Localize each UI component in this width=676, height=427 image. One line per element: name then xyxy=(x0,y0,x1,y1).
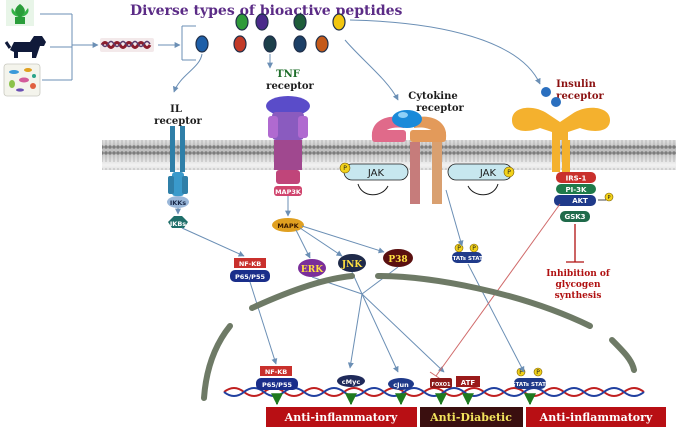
il-receptor xyxy=(168,126,188,196)
akt-node: AKT P xyxy=(554,192,614,206)
svg-text:P38: P38 xyxy=(388,255,407,265)
svg-text:ATF: ATF xyxy=(461,379,476,387)
foxo-node: FOXO1 xyxy=(430,378,452,388)
svg-text:FOXO1: FOXO1 xyxy=(432,382,451,388)
gsk3-node: GSK3 xyxy=(560,211,590,222)
outcome-anti-inflammatory-left: Anti-inflammatory xyxy=(266,407,417,427)
svg-text:Anti-inflammatory: Anti-inflammatory xyxy=(284,411,398,424)
dog-icon xyxy=(4,36,46,58)
svg-text:P: P xyxy=(343,165,347,172)
svg-text:STATs STATs: STATs STATs xyxy=(512,382,549,388)
cytokine-receptor xyxy=(371,110,447,204)
peptide-ovals-top xyxy=(235,13,346,31)
pi3k-node: PI-3K xyxy=(556,184,596,194)
ikks-node: IKKs xyxy=(167,196,189,208)
cytokine-receptor-label-line1: Cytokine xyxy=(408,91,457,102)
svg-text:Anti-Diabetic: Anti-Diabetic xyxy=(429,411,512,424)
svg-text:cJun: cJun xyxy=(393,381,409,389)
svg-text:ERK: ERK xyxy=(301,265,324,275)
inhibition-label-line2: glycogen xyxy=(556,280,601,290)
mapk-node: MAPK xyxy=(272,218,304,232)
jnk-node: JNK xyxy=(338,254,366,272)
tnf-receptor xyxy=(266,96,310,184)
signal-arrows xyxy=(175,189,525,373)
plant-icon xyxy=(6,0,34,26)
peptide-bracket xyxy=(158,25,196,61)
peptide-ovals-bottom xyxy=(195,35,329,53)
nfkb-nucleus-complex: NF-KB P65/P55 xyxy=(256,366,298,390)
outcome-anti-inflammatory-right: Anti-inflammatory xyxy=(526,407,666,427)
il-receptor-label-line2: receptor xyxy=(154,116,202,127)
svg-text:P: P xyxy=(507,169,511,176)
tnf-receptor-label-line2: receptor xyxy=(266,81,314,92)
svg-text:MAPK: MAPK xyxy=(277,222,299,230)
p38-node: P38 xyxy=(383,249,413,267)
svg-text:cMyc: cMyc xyxy=(342,378,361,386)
map3k-node: MAP3K xyxy=(274,186,302,196)
il-receptor-label-line1: IL xyxy=(170,104,182,115)
nfkb-cytoplasm-complex: NF-KB P65/P55 xyxy=(230,258,270,282)
stat-node: STATs STATs xyxy=(449,252,486,263)
erk-node: ERK xyxy=(298,259,326,277)
ikbs-node: IKBs xyxy=(168,216,188,228)
svg-text:IKBs: IKBs xyxy=(170,220,186,228)
svg-text:JAK: JAK xyxy=(479,168,497,179)
irs1-node: IRS-1 xyxy=(556,172,596,183)
svg-text:Anti-inflammatory: Anti-inflammatory xyxy=(539,411,653,424)
jak-right-node: JAK xyxy=(447,163,513,181)
svg-text:P: P xyxy=(607,195,610,201)
peptide-to-receptor-arrows xyxy=(172,19,541,101)
outcome-arrows xyxy=(271,393,536,406)
svg-text:P: P xyxy=(536,369,540,376)
atf-node: ATF xyxy=(456,376,480,387)
svg-text:NF-KB: NF-KB xyxy=(265,368,287,376)
jak-phospho-arrows xyxy=(357,183,499,196)
svg-text:JAK: JAK xyxy=(367,168,385,179)
svg-text:P: P xyxy=(457,245,461,252)
svg-text:P65/P55: P65/P55 xyxy=(262,381,292,389)
svg-text:P65/P55: P65/P55 xyxy=(235,273,265,281)
svg-text:NF-KB: NF-KB xyxy=(239,260,261,268)
jak-left-node: JAK xyxy=(343,163,409,181)
svg-text:P: P xyxy=(472,245,476,252)
svg-text:GSK3: GSK3 xyxy=(564,213,585,221)
source-bracket xyxy=(40,13,99,81)
figure-title: Diverse types of bioactive peptides xyxy=(130,3,403,19)
svg-text:JNK: JNK xyxy=(341,260,363,270)
tnf-receptor-label-line1: TNF xyxy=(276,69,300,80)
svg-text:MAP3K: MAP3K xyxy=(275,188,302,196)
svg-text:IKKs: IKKs xyxy=(170,199,186,207)
inhibition-arrow xyxy=(566,224,584,263)
outcome-anti-diabetic: Anti-Diabetic xyxy=(420,407,523,427)
microbe-icon xyxy=(3,63,41,97)
inhibition-label-line3: synthesis xyxy=(555,291,602,301)
svg-text:STATs STATs: STATs STATs xyxy=(449,256,486,262)
insulin-receptor xyxy=(512,87,610,172)
peptide-chain-icon xyxy=(100,38,154,52)
cytokine-receptor-label-line2: receptor xyxy=(416,103,464,114)
insulin-receptor-label-line2: receptor xyxy=(556,91,604,102)
svg-text:IRS-1: IRS-1 xyxy=(566,175,587,183)
insulin-receptor-label-line1: Insulin xyxy=(556,79,596,90)
svg-text:PI-3K: PI-3K xyxy=(566,186,588,194)
svg-text:AKT: AKT xyxy=(572,197,588,205)
cjun-node: cJun xyxy=(388,378,414,390)
cmyc-node: cMyc xyxy=(337,375,365,387)
stat-nucleus-node: STATs STATs xyxy=(512,378,549,389)
nuclear-envelope xyxy=(201,273,637,401)
inhibition-label-line1: Inhibition of xyxy=(546,269,611,279)
